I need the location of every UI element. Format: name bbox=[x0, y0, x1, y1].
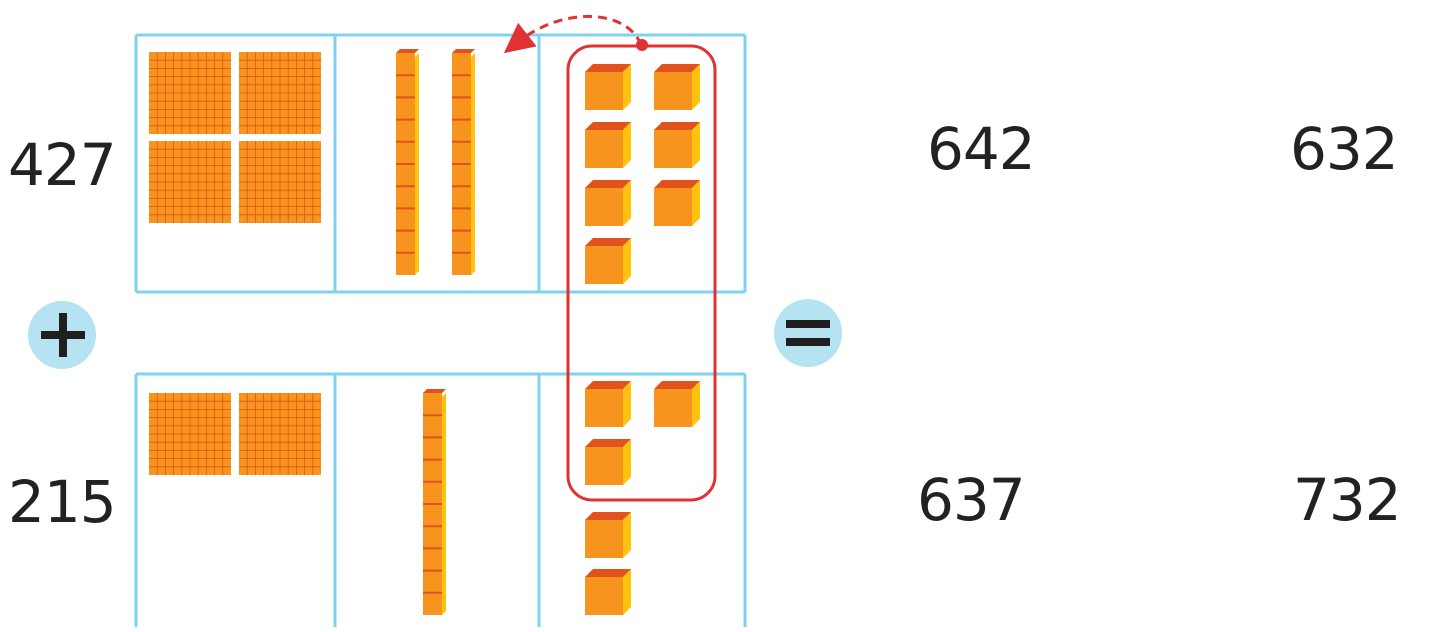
one-cube bbox=[585, 381, 631, 427]
regroup-marker bbox=[503, 14, 717, 502]
hundred-flat bbox=[149, 52, 231, 134]
one-cube bbox=[585, 180, 631, 226]
ten-rod bbox=[452, 49, 475, 275]
one-cube bbox=[585, 64, 631, 110]
operators bbox=[28, 299, 842, 369]
answer-option-4[interactable]: 732 bbox=[1293, 466, 1402, 534]
hundred-flat bbox=[239, 393, 321, 475]
addend-bottom: 215 bbox=[8, 468, 117, 536]
answer-option-2[interactable]: 632 bbox=[1290, 115, 1399, 183]
ten-rod bbox=[423, 389, 446, 615]
hundred-flat bbox=[149, 141, 231, 223]
regroup-arrow-start-dot bbox=[636, 39, 648, 51]
one-cube bbox=[654, 64, 700, 110]
hundred-flat bbox=[149, 393, 231, 475]
ten-rod bbox=[396, 49, 419, 275]
one-cube bbox=[585, 439, 631, 485]
hundred-flat bbox=[239, 52, 321, 134]
equals-sign-icon bbox=[774, 299, 842, 367]
answer-option-1[interactable]: 642 bbox=[927, 115, 1036, 183]
one-cube bbox=[654, 381, 700, 427]
one-cube bbox=[585, 512, 631, 558]
one-cube bbox=[585, 238, 631, 284]
one-cube bbox=[654, 180, 700, 226]
one-cube bbox=[585, 569, 631, 615]
addend-top: 427 bbox=[8, 131, 117, 199]
answer-option-3[interactable]: 637 bbox=[917, 466, 1026, 534]
one-cube bbox=[585, 122, 631, 168]
place-value-grid bbox=[134, 33, 747, 627]
bottom-addend-blocks bbox=[149, 381, 700, 615]
regroup-arrow-icon bbox=[503, 14, 643, 54]
hundred-flat bbox=[239, 141, 321, 223]
one-cube bbox=[654, 122, 700, 168]
plus-sign-icon bbox=[28, 301, 96, 369]
top-addend-blocks bbox=[149, 49, 700, 284]
